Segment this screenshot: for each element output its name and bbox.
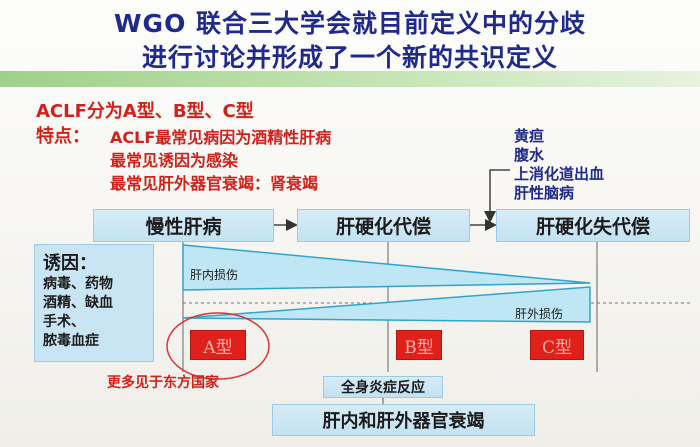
extrahepatic-injury-wedge xyxy=(182,286,591,323)
triggers-item: 酒精、缺血 xyxy=(43,295,113,311)
systemic-inflammation-box: 全身炎症反应 xyxy=(323,376,443,398)
triggers-title: 诱因： xyxy=(43,253,97,274)
stage-compensated-cirrhosis: 肝硬化代偿 xyxy=(297,209,470,242)
type-a-box: A型 xyxy=(190,330,246,360)
triggers-item: 脓毒血症 xyxy=(43,333,99,349)
feature-item: 最常见诱因为感染 xyxy=(110,151,239,170)
feature-item: 最常见肝外器官衰竭：肾衰竭 xyxy=(110,174,319,193)
features-label: 特点： xyxy=(36,126,90,147)
complication-item: 黄疸 xyxy=(514,127,545,145)
title-line-2: 进行讨论并形成了一个新的共识定义 xyxy=(141,43,558,72)
triggers-item: 手术、 xyxy=(43,314,85,330)
type-a-highlight-circle xyxy=(166,312,270,380)
stage-chronic-liver-disease: 慢性肝病 xyxy=(93,209,274,242)
type-b-box: B型 xyxy=(396,330,442,360)
east-countries-note: 更多见于东方国家 xyxy=(107,375,219,391)
complication-item: 腹水 xyxy=(514,146,545,164)
complication-item: 肝性脑病 xyxy=(514,184,575,202)
type-label: A型 xyxy=(203,337,233,358)
outcome-label: 肝内和肝外器官衰竭 xyxy=(322,411,485,432)
stage-label: 肝硬化代偿 xyxy=(335,216,431,238)
complication-item: 上消化道出血 xyxy=(514,165,605,183)
extrahepatic-injury-label: 肝外损伤 xyxy=(515,307,564,321)
intrahepatic-injury-wedge xyxy=(182,244,591,291)
title-line-1: WGO 联合三大学会就目前定义中的分歧 xyxy=(113,9,587,38)
stage-decompensated-cirrhosis: 肝硬化失代偿 xyxy=(496,209,690,242)
triggers-item: 病毒、药物 xyxy=(43,276,113,292)
type-label: C型 xyxy=(541,337,572,358)
triggers-box: 诱因： 病毒、药物 酒精、缺血 手术、 脓毒血症 xyxy=(34,244,154,362)
type-c-box: C型 xyxy=(530,330,584,360)
classification-text: ACLF分为A型、B型、C型 xyxy=(36,101,254,122)
systemic-label: 全身炎症反应 xyxy=(341,380,425,396)
intrahepatic-injury-label: 肝内损伤 xyxy=(190,268,239,282)
complications-list: 黄疸 腹水 上消化道出血 肝性脑病 xyxy=(514,127,604,203)
organ-failure-box: 肝内和肝外器官衰竭 xyxy=(272,404,535,436)
feature-item: ACLF最常见病因为酒精性肝病 xyxy=(110,128,332,147)
stage-label: 肝硬化失代偿 xyxy=(535,216,650,238)
title-underline-band xyxy=(0,71,700,87)
type-label: B型 xyxy=(404,337,434,358)
stage-label: 慢性肝病 xyxy=(145,216,222,238)
